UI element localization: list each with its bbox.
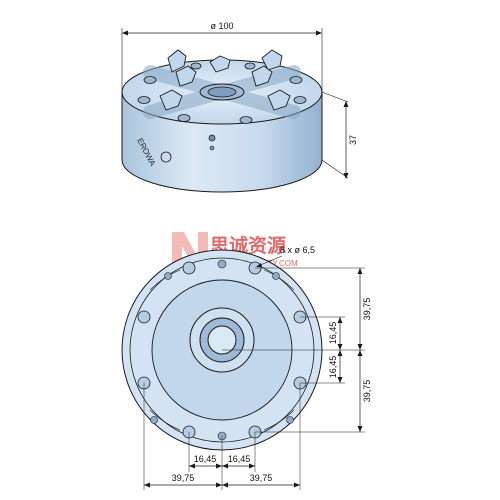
- arrow: [294, 482, 300, 488]
- small-hole: [217, 259, 227, 269]
- jaw-right-2: [251, 65, 273, 87]
- arrow: [337, 344, 343, 350]
- jaw-back: [209, 55, 231, 73]
- bottom-dim-3: 39,75: [172, 473, 195, 483]
- holes-leader: [257, 255, 283, 267]
- arrow: [222, 463, 228, 469]
- small-hole: [272, 272, 280, 280]
- bottom-dim-4: 39,75: [250, 473, 273, 483]
- arrow: [337, 350, 343, 356]
- arrow: [216, 463, 222, 469]
- brand-logo-icon: [160, 151, 172, 163]
- bottom-dim-2: 16,45: [228, 454, 251, 464]
- mounting-hole: [182, 261, 196, 275]
- center-bore-inner: [207, 86, 237, 98]
- right-dim-1: 39,75: [362, 298, 372, 321]
- bolt: [239, 116, 253, 124]
- arrow: [337, 317, 343, 323]
- bottom-view: 8 x ø 6,5 39,75 16,45 16,45 39,75: [121, 245, 372, 490]
- jaw-left: [167, 49, 187, 73]
- arrow: [357, 344, 363, 350]
- side-hole-2: [209, 145, 215, 151]
- center-bore-hole: [207, 325, 237, 355]
- dim-ext-bottom: [321, 159, 349, 179]
- arrow: [222, 482, 228, 488]
- bolt: [293, 96, 307, 104]
- top-view: EROWA ø 100 37: [121, 21, 358, 193]
- bottom-arrows: [144, 463, 300, 488]
- arrow: [216, 482, 222, 488]
- top-bolts: [137, 62, 307, 124]
- small-hole: [286, 416, 294, 424]
- arrow: [357, 426, 363, 432]
- arrow: [249, 463, 255, 469]
- jaw-group: [159, 49, 291, 111]
- ring-cutout: [149, 269, 295, 431]
- small-hole: [150, 416, 158, 424]
- holes-leader-arrow: [256, 263, 262, 267]
- jaw-front-left: [159, 89, 183, 111]
- arrow: [189, 463, 195, 469]
- bottom-dim-1: 16,45: [194, 454, 217, 464]
- arrow: [357, 268, 363, 274]
- right-dim-3: 16,45: [328, 356, 338, 379]
- bolt: [289, 76, 303, 84]
- arrow: [337, 377, 343, 383]
- diameter-label: ø 100: [210, 21, 233, 31]
- bolt: [143, 76, 157, 84]
- arrow: [144, 482, 150, 488]
- dim-ext-top: [321, 91, 349, 103]
- height-label: 37: [348, 135, 358, 145]
- right-dim-4: 39,75: [362, 380, 372, 403]
- arrow: [357, 350, 363, 356]
- arrow-right: [316, 30, 322, 36]
- side-hole: [208, 134, 216, 142]
- bolt: [244, 62, 256, 70]
- small-hole: [164, 272, 172, 280]
- arrow-up: [343, 101, 349, 107]
- holes-label: 8 x ø 6,5: [280, 245, 315, 255]
- right-dim-2: 16,45: [328, 322, 338, 345]
- bolt: [177, 114, 191, 122]
- jaw-front-right: [267, 89, 291, 111]
- arrow-down: [343, 173, 349, 179]
- arrow-left: [122, 30, 128, 36]
- jaw-left-2: [175, 65, 197, 87]
- bolt: [190, 62, 202, 70]
- right-arrows: [337, 268, 363, 432]
- bolt: [137, 96, 151, 104]
- mounting-hole: [137, 310, 151, 324]
